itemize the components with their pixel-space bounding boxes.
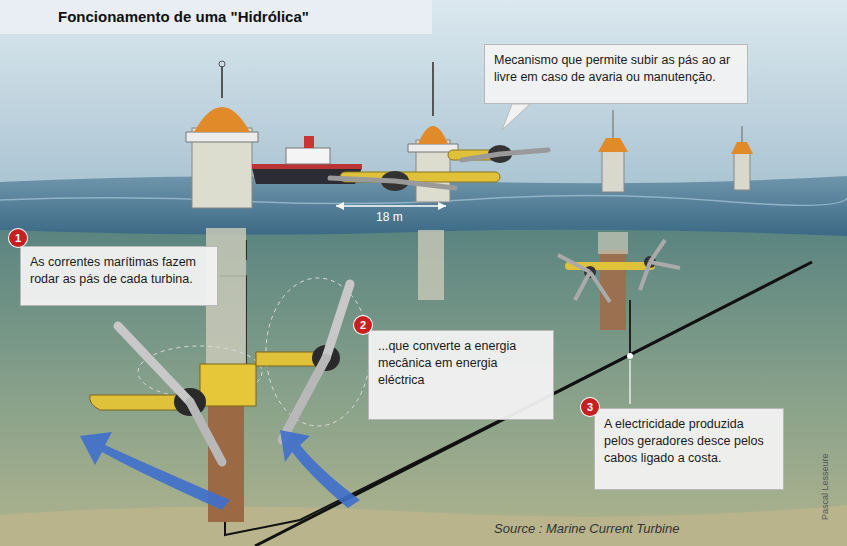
callout-text: A electricidade produzida pelos geradore… <box>604 416 774 467</box>
callout-text: Mecanismo que permite subir as pás ao ar… <box>494 52 738 86</box>
callout-box: ...que converte a energia mecânica em en… <box>368 330 554 420</box>
callout-text: As correntes marítimas fazem rodar as pá… <box>30 254 208 288</box>
callout-text: ...que converte a energia mecânica em en… <box>378 338 544 389</box>
callout-box: Mecanismo que permite subir as pás ao ar… <box>484 44 748 104</box>
callout-number: 1 <box>9 229 27 247</box>
callout-box: A electricidade produzida pelos geradore… <box>594 408 784 490</box>
diagram-title: Foncionamento de uma "Hidrólica" <box>0 0 432 34</box>
credit-watermark: Pascal Lesseure <box>820 453 830 520</box>
callout-number: 2 <box>354 316 372 334</box>
source-note: Source : Marine Current Turbine <box>494 521 679 536</box>
callout-box: As correntes marítimas fazem rodar as pá… <box>20 246 218 306</box>
dimension-label: 18 m <box>376 210 403 224</box>
callout-number: 3 <box>581 398 599 416</box>
